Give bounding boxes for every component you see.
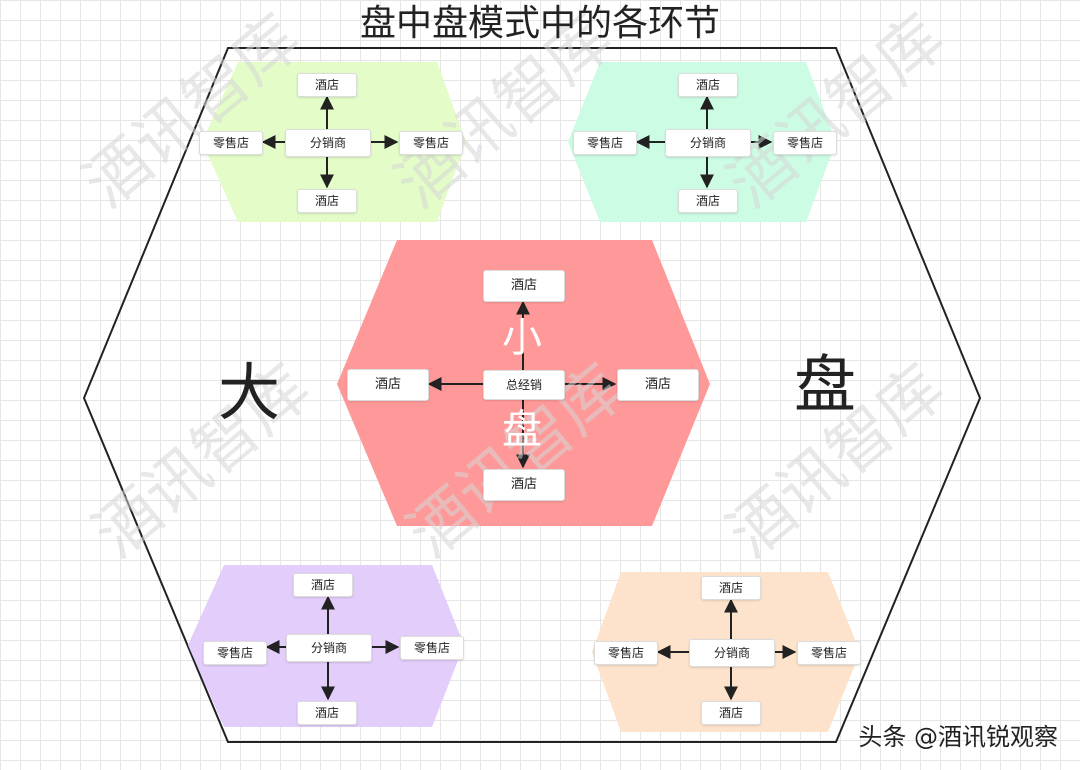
outer-hexagon	[82, 47, 982, 743]
watermark-text: 酒讯智库	[81, 351, 325, 572]
bottom-right-bottom-node: 酒店	[701, 701, 761, 725]
inner-label-top: 小	[502, 315, 542, 361]
top-right-left-node: 零售店	[573, 131, 637, 155]
top-left-bottom-node: 酒店	[297, 189, 357, 213]
bottom-left-top-node: 酒店	[293, 573, 353, 597]
center-top-node: 酒店	[483, 270, 565, 302]
bottom-left-left-node: 零售店	[203, 641, 267, 665]
center-left-node: 酒店	[347, 369, 429, 401]
center-right-node: 酒店	[617, 369, 699, 401]
center-hub-node: 总经销	[483, 370, 565, 400]
top-left-top-node: 酒店	[297, 73, 357, 97]
bottom-right-hub-node: 分销商	[689, 639, 775, 667]
bottom-left-right-node: 零售店	[400, 636, 464, 660]
bottom-left-hub-node: 分销商	[286, 634, 372, 662]
top-right-right-node: 零售店	[773, 131, 837, 155]
bottom-right-top-node: 酒店	[701, 576, 761, 600]
outer-label-left: 大	[218, 356, 281, 429]
bottom-left-bottom-node: 酒店	[297, 701, 357, 725]
top-right-bottom-node: 酒店	[678, 189, 738, 213]
top-left-left-node: 零售店	[199, 131, 263, 155]
top-right-top-node: 酒店	[678, 73, 738, 97]
bottom-right-left-node: 零售店	[594, 641, 658, 665]
bottom-right-right-node: 零售店	[797, 641, 861, 665]
top-left-hub-node: 分销商	[285, 129, 371, 157]
credit-text: 头条 @酒讯锐观察	[858, 723, 1058, 751]
diagram-title: 盘中盘模式中的各环节	[359, 3, 720, 44]
inner-label-bottom: 盘	[502, 407, 542, 453]
top-right-hub-node: 分销商	[665, 129, 751, 157]
outer-label-right: 盘	[794, 348, 857, 421]
top-left-right-node: 零售店	[399, 131, 463, 155]
center-bottom-node: 酒店	[483, 469, 565, 501]
